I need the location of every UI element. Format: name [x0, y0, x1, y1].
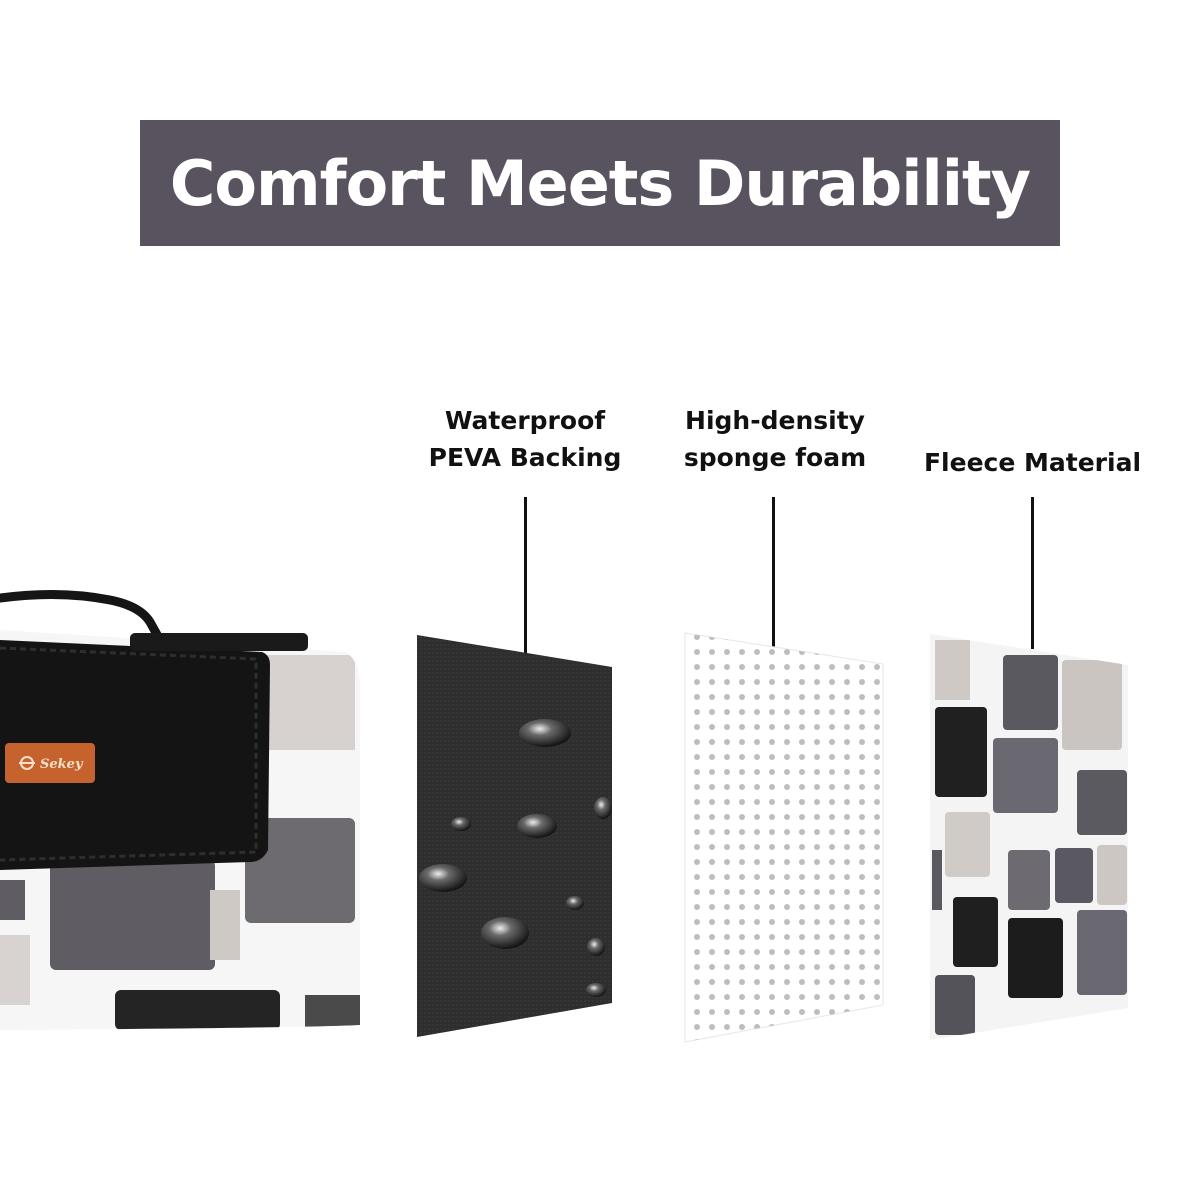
leader-line-backing — [524, 497, 527, 655]
leader-line-fleece — [1031, 497, 1034, 649]
sponge-foam-panel — [684, 632, 884, 1043]
label-backing-line1: Waterproof — [444, 406, 606, 435]
brand-tag-text: Sekey — [40, 757, 84, 772]
peva-backing-panel — [417, 635, 612, 1037]
leader-line-foam — [772, 497, 775, 647]
banner-title: Comfort Meets Durability — [169, 146, 1031, 220]
sun-logo-icon — [19, 756, 35, 770]
label-backing-line2: PEVA Backing — [428, 443, 622, 472]
label-backing: Waterproof PEVA Backing — [410, 402, 640, 476]
fleece-material-panel — [930, 634, 1128, 1040]
title-banner: Comfort Meets Durability — [140, 120, 1060, 246]
mat-flap — [0, 640, 270, 870]
label-fleece: Fleece Material — [915, 444, 1150, 481]
label-foam: High-density sponge foam — [655, 402, 895, 476]
mat-handle — [0, 589, 165, 645]
label-foam-line2: sponge foam — [683, 443, 867, 472]
brand-tag — [5, 743, 95, 783]
label-foam-line1: High-density — [685, 406, 865, 435]
label-fleece-line1: Fleece Material — [923, 448, 1142, 477]
